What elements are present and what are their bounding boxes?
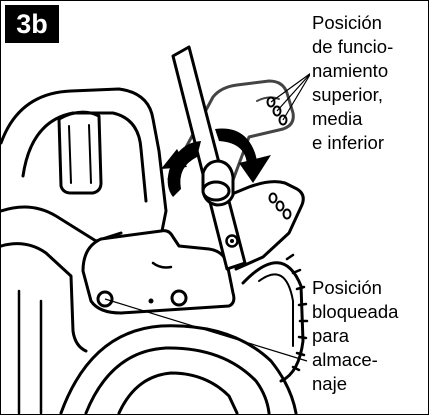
leader-line-upper-2	[276, 72, 312, 112]
callout-operating-positions: Posición de funcio- namiento superior, m…	[310, 11, 426, 155]
upper-adjust-lever	[167, 79, 295, 209]
figure-label: 3b	[5, 5, 59, 43]
callout-storage-position: Posición bloqueada para almace- naje	[310, 276, 426, 396]
front-wheel	[59, 324, 298, 414]
height-adjust-bracket	[81, 229, 236, 315]
upper-hole-3	[278, 114, 288, 126]
lower-hole-1	[268, 192, 278, 204]
engine-housing	[1, 87, 168, 238]
fuel-cap	[57, 110, 103, 195]
leader-line-storage	[104, 298, 308, 362]
handle-bolt	[225, 234, 239, 248]
engine-housing-inner	[21, 111, 148, 203]
upper-hole-1	[266, 96, 276, 108]
rear-wheel	[241, 261, 305, 383]
bracket-hole	[170, 289, 188, 307]
storage-lock-hole	[96, 290, 114, 308]
mower-deck	[1, 205, 123, 243]
lower-hole-2	[275, 200, 285, 212]
leader-line-upper-3	[282, 72, 312, 121]
rotation-arrow-left	[167, 141, 201, 197]
upper-hole-2	[272, 105, 282, 117]
leader-line-upper-1	[270, 72, 312, 103]
lower-hole-3	[282, 208, 292, 220]
rotation-arrows	[161, 128, 271, 197]
bracket-hole-small	[148, 298, 154, 304]
rotation-arrow-right	[215, 128, 257, 173]
